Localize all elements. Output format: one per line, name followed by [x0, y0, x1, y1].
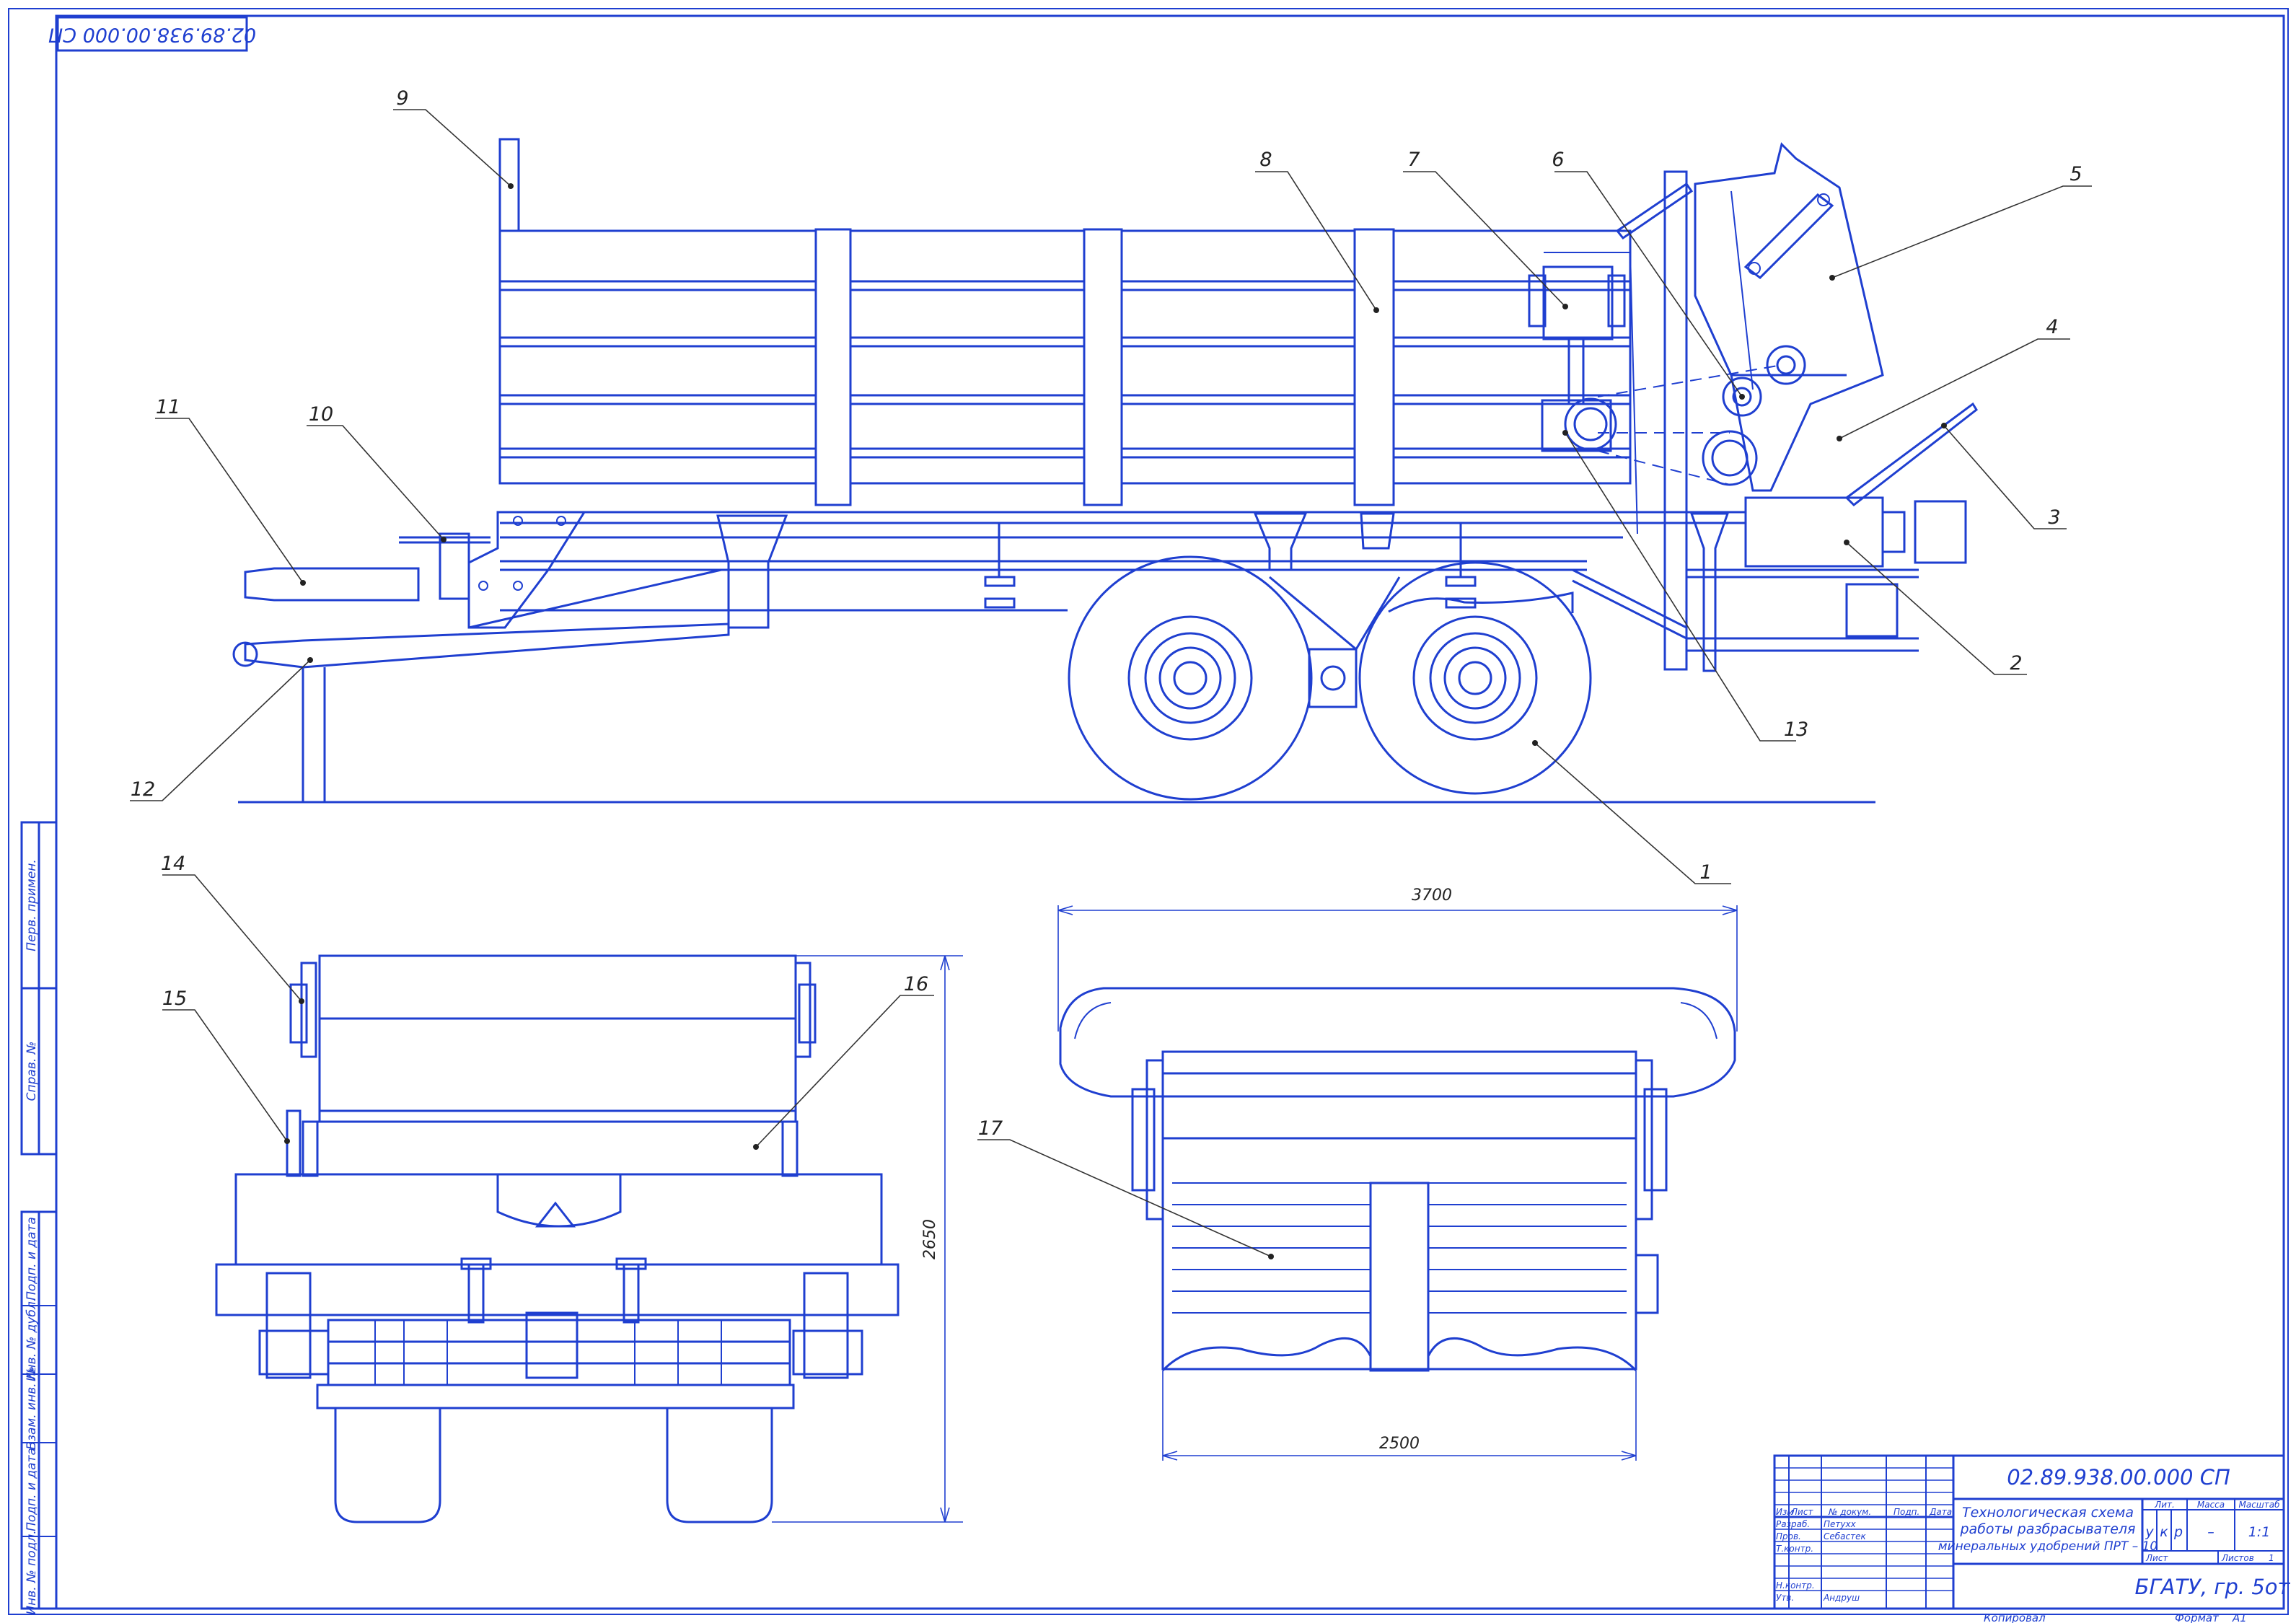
side-label-4: Взам. инв. № — [25, 1366, 39, 1449]
callout-4: 4 — [2046, 316, 2058, 338]
sheets-label: Листов — [2221, 1553, 2254, 1563]
sheet-label: Лист — [2145, 1553, 2168, 1563]
side-label-3: Инв. № дубл. — [25, 1298, 39, 1381]
callout-2: 2 — [2010, 652, 2022, 674]
callout-8: 8 — [1259, 149, 1272, 171]
name-1: Себастек — [1824, 1531, 1866, 1541]
corner-code-box: 02.89.938.00.000 СП — [48, 16, 256, 52]
header-list: Лист — [1790, 1507, 1813, 1517]
name-0: Петухх — [1824, 1519, 1857, 1529]
callout-6: 6 — [1552, 149, 1564, 171]
callout-1: 1 — [1699, 861, 1712, 884]
drawing-title-line-3: минеральных удобрений ПРТ – 10 — [1938, 1539, 2158, 1554]
header-sign: Подп. — [1893, 1507, 1919, 1517]
drawing-title-line-2: работы разбрасывателя — [1959, 1521, 2135, 1537]
header-izm: Изм — [1776, 1507, 1793, 1517]
drawing-code: 02.89.938.00.000 СП — [2007, 1465, 2230, 1490]
role-2: Т.контр. — [1776, 1544, 1813, 1554]
callout-11: 11 — [156, 396, 180, 418]
dimensions: 3700 2500 2650 — [772, 887, 1738, 1523]
drawing-frame — [8, 8, 2289, 1615]
rear-view — [1059, 987, 1736, 1372]
mass-value: – — [2207, 1524, 2214, 1540]
callout-16: 16 — [904, 973, 928, 995]
format-label: Формат — [2175, 1611, 2220, 1623]
role-4: Н.контр. — [1776, 1580, 1815, 1591]
lit-letter-2: к — [2160, 1524, 2168, 1540]
side-strip: Перв. примен. Справ. № Подп. и дата Инв.… — [20, 821, 58, 1615]
callout-5: 5 — [2070, 163, 2082, 185]
callout-10: 10 — [309, 403, 333, 426]
copied-label: Копировал — [1984, 1611, 2046, 1623]
scale-header: Масштаб — [2238, 1500, 2280, 1510]
lit-letter-3: р — [2173, 1524, 2183, 1540]
callout-9: 9 — [396, 87, 408, 110]
callout-3: 3 — [2048, 506, 2060, 529]
role-5: Утв. — [1776, 1593, 1794, 1603]
scale-value: 1:1 — [2248, 1524, 2271, 1540]
callout-leaders: 1 2 3 4 5 6 7 8 9 10 11 12 13 — [130, 87, 2092, 1259]
dim-height: 2650 — [921, 1219, 939, 1259]
corner-code: 02.89.938.00.000 СП — [48, 24, 256, 46]
callout-12: 12 — [131, 778, 155, 801]
side-label-6: Инв. № подл. — [25, 1530, 39, 1614]
dim-overall-width: 3700 — [1412, 887, 1452, 905]
side-label-1: Справ. № — [25, 1042, 39, 1101]
role-1: Пров. — [1776, 1531, 1801, 1541]
callout-15: 15 — [162, 988, 187, 1010]
side-label-5: Подп. и дата — [25, 1448, 39, 1531]
side-label-2: Подп. и дата — [25, 1217, 39, 1301]
mass-header: Масса — [2197, 1500, 2225, 1510]
lit-letter-1: у — [2145, 1524, 2154, 1540]
organization: БГАТУ, гр. 5от — [2135, 1575, 2291, 1599]
dim-body-width: 2500 — [1379, 1435, 1420, 1453]
header-date: Дата — [1929, 1507, 1952, 1517]
sheets-value: 1 — [2269, 1553, 2274, 1563]
side-view — [232, 138, 1978, 804]
callout-13: 13 — [1784, 718, 1808, 741]
name-5: Андруш — [1823, 1593, 1860, 1603]
title-block: Изм Лист № докум. Подп. Дата Разраб. Про… — [1773, 1454, 2291, 1610]
lit-header: Лит. — [2154, 1500, 2175, 1510]
format-value: А1 — [2232, 1611, 2247, 1623]
callout-17: 17 — [978, 1117, 1003, 1140]
callout-14: 14 — [161, 853, 185, 875]
drawing-title-line-1: Технологическая схема — [1962, 1505, 2134, 1521]
front-view — [215, 954, 900, 1523]
header-doc: № докум. — [1828, 1507, 1871, 1517]
callout-7: 7 — [1407, 149, 1420, 171]
role-0: Разраб. — [1776, 1519, 1810, 1529]
side-label-0: Перв. примен. — [25, 859, 39, 951]
